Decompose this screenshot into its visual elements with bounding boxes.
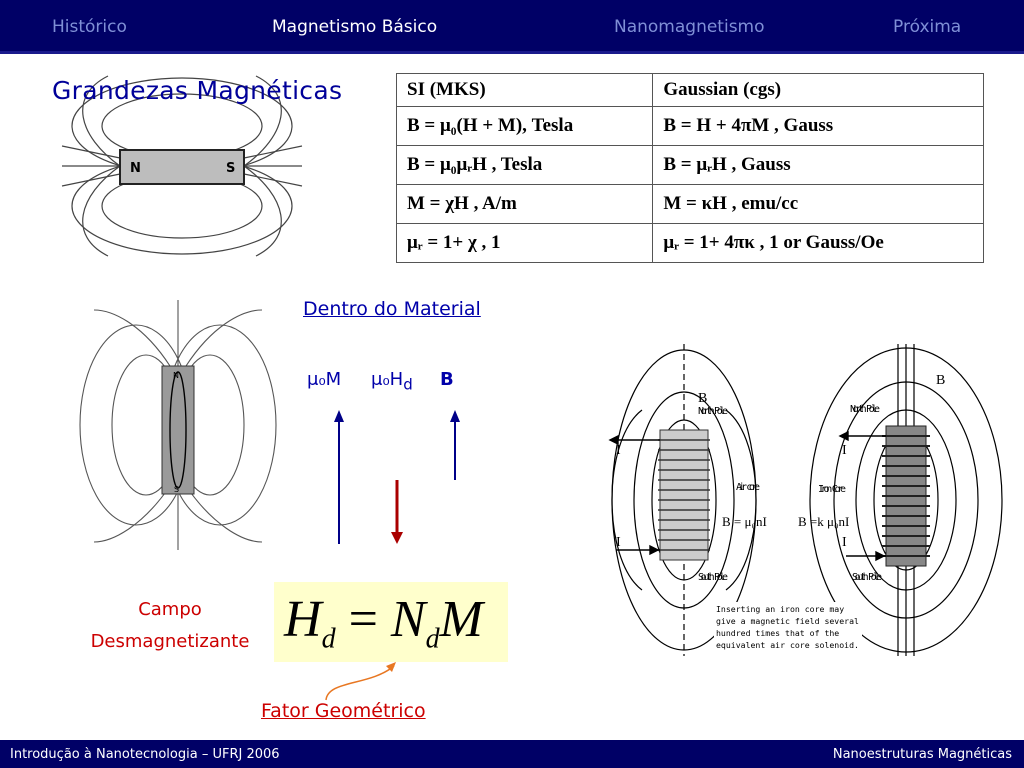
table-cell: B = μᵣH , Gauss <box>652 145 984 185</box>
mu0-hd-text: μ₀H <box>371 369 404 390</box>
mu0-m-label: μ₀M <box>307 369 341 390</box>
current-label-top-right: I <box>842 443 847 458</box>
caption-line-1: Inserting an iron core may <box>716 604 844 614</box>
b-label: B <box>440 369 454 390</box>
vertical-magnet-field-diagram: N S <box>79 300 277 550</box>
vector-arrows <box>334 410 460 544</box>
desmagnetizante-text: Desmagnetizante <box>90 631 250 652</box>
nav-historico[interactable]: Histórico <box>52 17 127 37</box>
fator-curved-arrow <box>325 662 396 701</box>
iron-core-label: Iron Core <box>818 484 846 495</box>
air-core-label: Air core <box>736 482 760 493</box>
nav-nanomagnetismo[interactable]: Nanomagnetismo <box>614 17 765 37</box>
current-label-top-left: I <box>616 443 621 458</box>
iron-south-pole-label: South Pole <box>852 572 882 583</box>
table-row: M = χH , A/m M = κH , emu/cc <box>395 184 984 224</box>
table-row: B = μ₀(H + M), Tesla B = H + 4πM , Gauss <box>395 106 984 146</box>
caption-line-2: give a magnetic field several <box>716 616 859 626</box>
table-cell: B = H + 4πM , Gauss <box>652 106 984 146</box>
b-up-arrow <box>450 410 460 480</box>
footer-topic: Nanoestruturas Magnéticas <box>832 747 1012 762</box>
campo-desmagnetizante-label: Campo Desmagnetizante <box>60 594 280 658</box>
footer-course: Introdução à Nanotecnologia – UFRJ 2006 <box>10 747 280 762</box>
demagnetization-equation: Hd = NdM <box>284 591 483 655</box>
units-table: SI (MKS) Gaussian (cgs) B = μ₀(H + M), T… <box>395 73 984 263</box>
air-b-label: B <box>698 391 707 406</box>
dentro-do-material-heading: Dentro do Material <box>303 298 481 320</box>
solenoid-diagram: B North Pole B North Pole Air core Iron … <box>608 344 1003 656</box>
iron-core-formula: B =k μ₀nI <box>798 514 849 529</box>
table-cell: μᵣ = 1+ 4πκ , 1 or Gauss/Oe <box>652 223 984 263</box>
table-cell: B = μ₀μᵣH , Tesla <box>395 145 654 185</box>
campo-text: Campo <box>138 599 202 620</box>
iron-north-pole-label: North Pole <box>850 404 880 415</box>
table-row: μᵣ = 1+ χ , 1 μᵣ = 1+ 4πκ , 1 or Gauss/O… <box>395 223 984 263</box>
caption-line-3: hundred times that of the <box>716 628 839 638</box>
fator-geometrico-label: Fator Geométrico <box>261 700 426 722</box>
air-south-pole-label: South Pole <box>698 572 728 583</box>
table-cell: μᵣ = 1+ χ , 1 <box>395 223 654 263</box>
vertical-magnet-n-label: N <box>173 371 179 380</box>
current-label-bottom-left: I <box>616 535 621 550</box>
air-core-formula: B = μ₀nI <box>722 514 767 529</box>
magnet-n-label: N <box>130 161 141 176</box>
table-cell: M = χH , A/m <box>395 184 654 224</box>
bar-magnet-field-diagram: N S <box>61 75 303 257</box>
table-header-gaussian: Gaussian (cgs) <box>652 73 984 107</box>
mu0-hd-subscript: d <box>403 375 413 394</box>
mu0-hd-label: μ₀Hd <box>371 369 413 394</box>
air-north-pole-label: North Pole <box>698 406 728 417</box>
iron-b-label: B <box>936 373 945 388</box>
table-cell: M = κH , emu/cc <box>652 184 984 224</box>
table-row: B = μ₀μᵣH , Tesla B = μᵣH , Gauss <box>395 145 984 185</box>
caption-line-4: equivalent air core solenoid. <box>716 640 859 650</box>
nav-magnetismo-basico[interactable]: Magnetismo Básico <box>272 17 438 37</box>
magnet-s-label: S <box>226 161 235 176</box>
m-up-arrow <box>334 410 344 544</box>
table-header-si: SI (MKS) <box>395 73 654 107</box>
current-label-bottom-right: I <box>842 535 847 550</box>
nav-proxima[interactable]: Próxima <box>893 17 962 37</box>
footer-bar: Introdução à Nanotecnologia – UFRJ 2006 … <box>0 740 1024 768</box>
table-cell: B = μ₀(H + M), Tesla <box>395 106 654 146</box>
equation-box <box>274 582 508 662</box>
slide-title: Grandezas Magnéticas <box>52 76 343 105</box>
vertical-magnet-s-label: S <box>174 485 179 494</box>
top-nav-bar: Histórico Magnetismo Básico Nanomagnetis… <box>0 0 1024 54</box>
hd-down-arrow <box>391 480 403 544</box>
mu0-m-text: μ₀M <box>307 369 342 390</box>
